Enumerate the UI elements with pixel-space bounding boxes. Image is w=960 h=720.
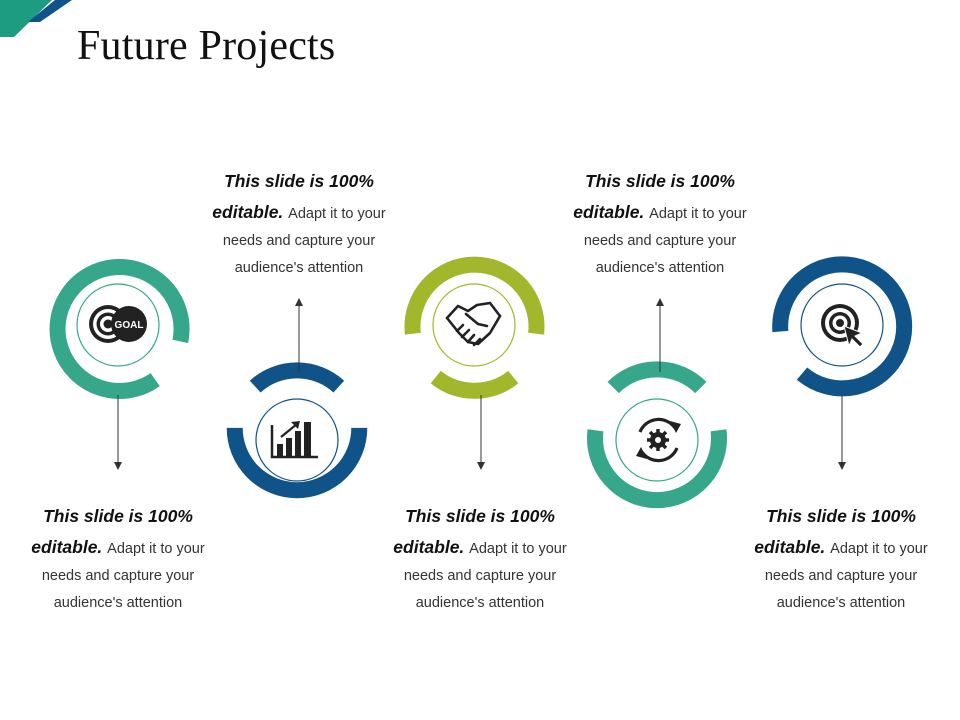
step-1-inner-circle <box>76 283 160 367</box>
step-4-ring-bottom-arc <box>587 429 727 509</box>
goal-icon-label: GOAL <box>115 320 144 331</box>
step-2-description: This slide is 100% editable. Adapt it to… <box>194 168 404 282</box>
step-2-lead-line1: This slide is 100% <box>224 171 374 191</box>
step-5-inner-circle <box>800 283 884 367</box>
step-5-target <box>772 256 913 470</box>
step-5-lead-line2: editable. <box>754 537 831 557</box>
step-1-ring-arc <box>49 258 190 399</box>
step-3-description: This slide is 100% editable. Adapt it to… <box>375 503 585 617</box>
corner-decoration <box>0 0 72 37</box>
step-3-ring-bottom-arc <box>430 370 519 399</box>
step-4-description: This slide is 100% editable. Adapt it to… <box>555 168 765 282</box>
handshake-icon <box>445 301 502 347</box>
step-4-body-line1: Adapt it to your <box>649 206 747 222</box>
step-1-lead-line2: editable. <box>31 537 108 557</box>
step-4-process <box>587 298 727 509</box>
step-1-goal: GOAL <box>49 258 190 470</box>
step-4-ring-top-arc <box>607 361 707 394</box>
step-5-body-line3: audience's attention <box>776 595 906 611</box>
step-2-growth <box>226 298 368 499</box>
step-2-lead-line2: editable. <box>212 202 289 222</box>
step-4-body-line2: needs and capture your <box>583 233 737 249</box>
step-3-inner-circle <box>432 283 516 367</box>
step-3-body-line3: audience's attention <box>415 595 545 611</box>
step-1-body-line3: audience's attention <box>53 595 183 611</box>
step-1-body-line2: needs and capture your <box>41 568 195 584</box>
step-2-body-line2: needs and capture your <box>222 233 376 249</box>
step-2-inner-circle <box>255 398 339 482</box>
step-3-body-line1: Adapt it to your <box>469 541 567 557</box>
page-title: Future Projects <box>77 23 336 69</box>
step-3-ring-top-arc <box>404 256 545 335</box>
growth-chart-icon <box>270 421 318 459</box>
step-3-lead-line1: This slide is 100% <box>405 506 555 526</box>
step-1-description: This slide is 100% editable. Adapt it to… <box>13 503 223 617</box>
corner-navy-stripe <box>28 0 72 22</box>
step-3-lead-line2: editable. <box>393 537 470 557</box>
step-2-body-line1: Adapt it to your <box>288 206 386 222</box>
step-4-inner-circle <box>615 398 699 482</box>
step-5-description: This slide is 100% editable. Adapt it to… <box>736 503 946 617</box>
step-2-ring-bottom-arc <box>226 427 368 499</box>
step-5-body-line2: needs and capture your <box>764 568 918 584</box>
step-1-lead-line1: This slide is 100% <box>43 506 193 526</box>
target-cursor-icon <box>821 304 864 348</box>
step-4-lead-line1: This slide is 100% <box>585 171 735 191</box>
step-2-ring-top-arc <box>249 362 345 393</box>
goal-target-icon: GOAL <box>89 305 147 343</box>
step-4-body-line3: audience's attention <box>595 260 725 276</box>
gear-cycle-icon <box>636 417 681 463</box>
step-3-body-line2: needs and capture your <box>403 568 557 584</box>
step-5-lead-line1: This slide is 100% <box>766 506 916 526</box>
corner-teal-stripe <box>0 0 52 37</box>
step-5-ring-arc <box>772 256 913 397</box>
step-3-partnership <box>404 256 545 470</box>
step-5-body-line1: Adapt it to your <box>830 541 928 557</box>
step-1-body-line1: Adapt it to your <box>107 541 205 557</box>
step-2-body-line3: audience's attention <box>234 260 364 276</box>
step-4-lead-line2: editable. <box>573 202 650 222</box>
